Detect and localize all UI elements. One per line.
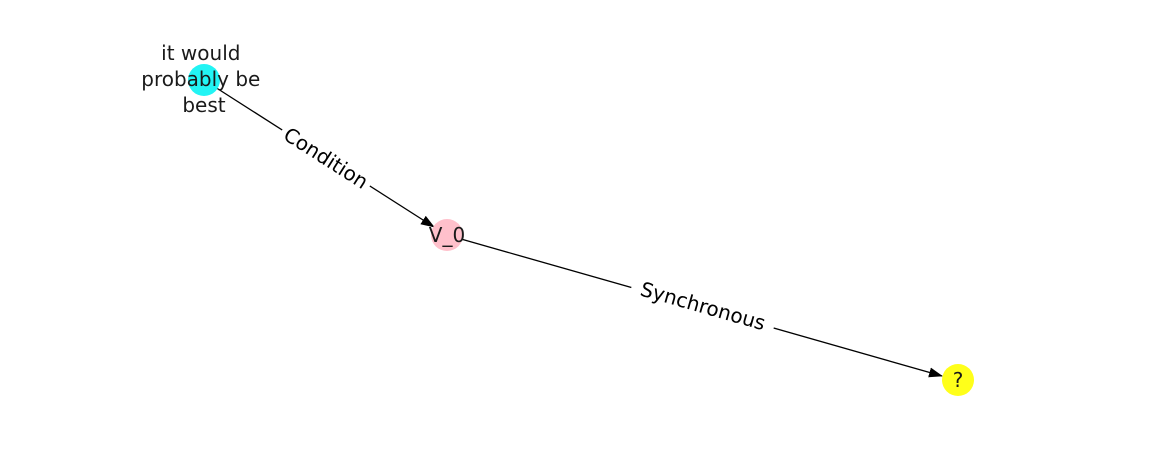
edge-label-bg-synchronous — [628, 271, 779, 339]
node-label-line: ? — [953, 368, 964, 392]
node-label: ? — [953, 368, 964, 392]
node-label-line: probably be — [141, 67, 260, 91]
node-circle — [942, 364, 974, 396]
node-label-line: it would — [161, 41, 240, 65]
node-label: V_0 — [429, 223, 465, 247]
node-v0: V_0 — [429, 219, 465, 251]
node-circle — [431, 219, 463, 251]
edge-label-bg-condition — [275, 117, 378, 197]
edge-condition: Condition — [203, 79, 435, 228]
node-label-line: V_0 — [429, 223, 465, 247]
node-circle — [188, 64, 220, 96]
node-question: ? — [942, 364, 974, 396]
edge-synchronous: Synchronous — [446, 234, 943, 378]
node-label: it would probably be best — [141, 41, 266, 117]
edge-label-condition: Condition — [279, 122, 372, 194]
node-label-line: best — [182, 93, 225, 117]
node-it-would-probably-be-best: it would probably be best — [141, 41, 266, 117]
